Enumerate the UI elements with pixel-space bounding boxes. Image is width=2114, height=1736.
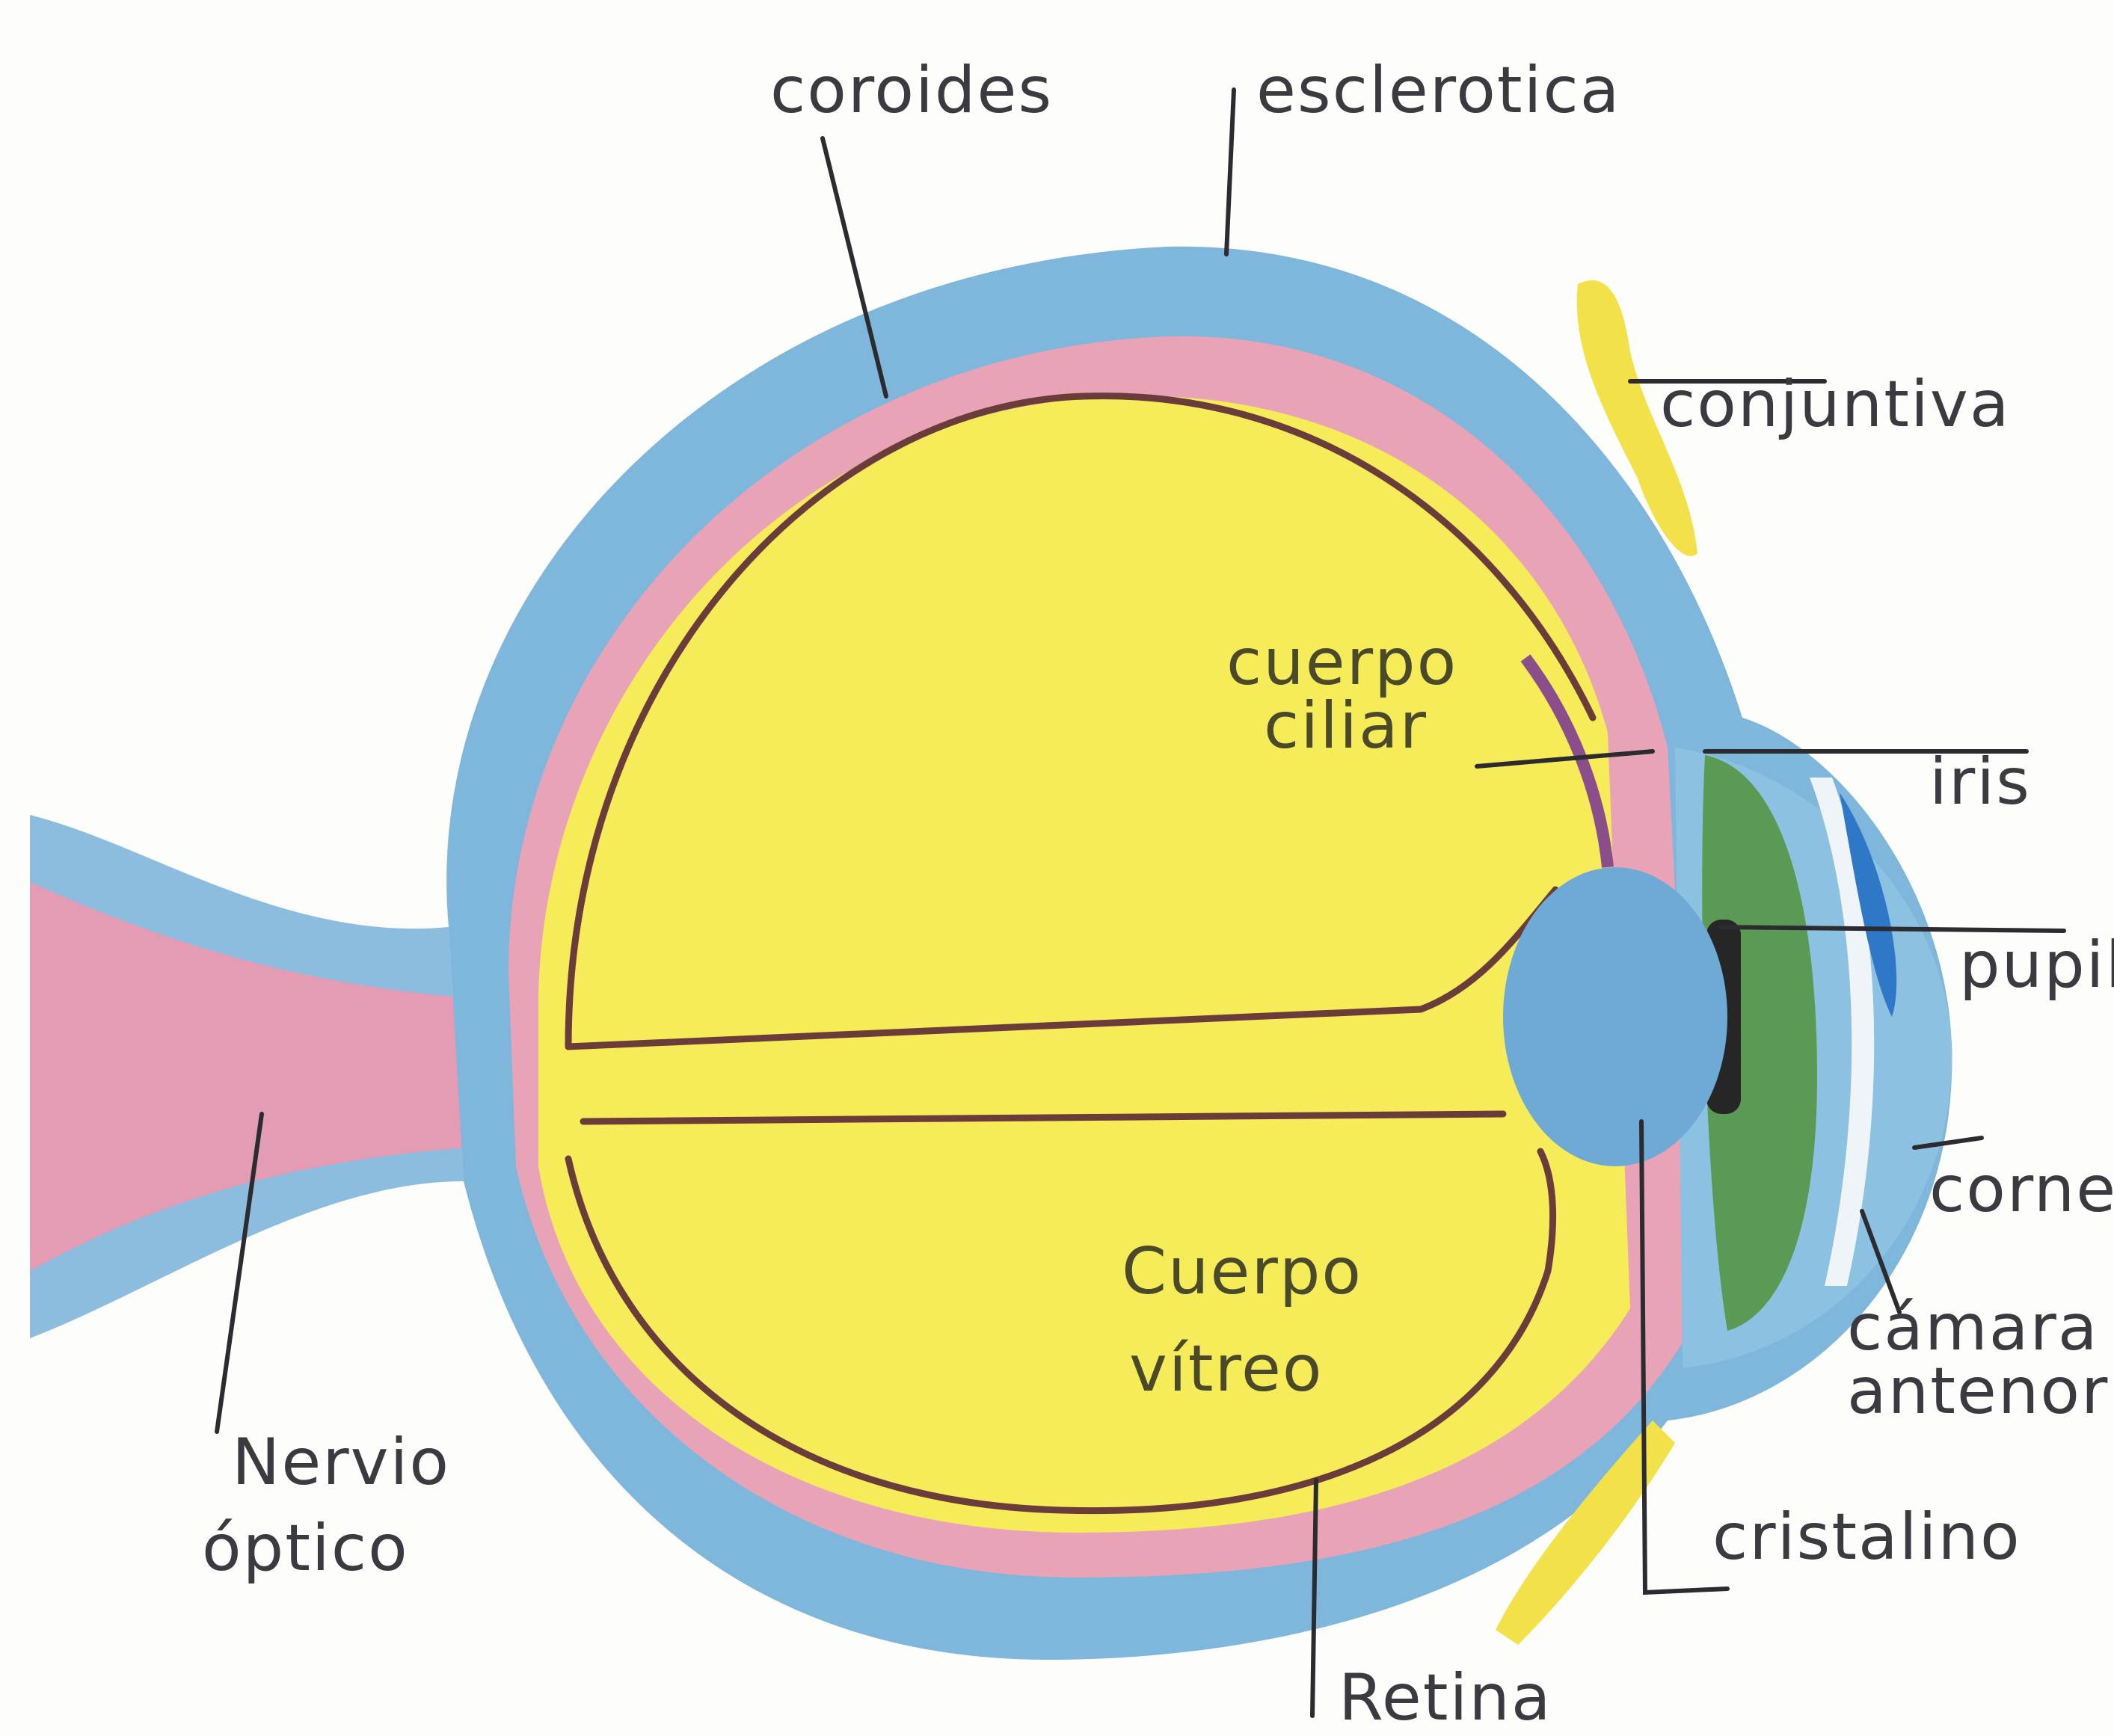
label-cuerpo-vitreo-1: Cuerpo: [1122, 1234, 1362, 1309]
label-nervio-2: óptico: [202, 1511, 409, 1586]
label-retina: Retina: [1339, 1660, 1552, 1735]
label-pupila: pupila: [1959, 928, 2114, 1003]
label-camara-2: antenor: [1847, 1354, 2109, 1429]
lens: [1503, 867, 1727, 1166]
label-nervio-1: Nervio: [232, 1425, 450, 1500]
label-conjuntiva: conjuntiva: [1660, 367, 2011, 442]
label-coroides: coroides: [770, 53, 1053, 128]
leader-esclerotica: [1226, 90, 1234, 254]
label-esclerotica: esclerotica: [1256, 53, 1620, 128]
label-cuerpo-vitreo-2: vítreo: [1129, 1332, 1324, 1406]
label-cuerpo-ciliar-2: ciliar: [1264, 689, 1428, 763]
label-iris: iris: [1929, 745, 2031, 819]
label-cristalino: cristalino: [1712, 1500, 2021, 1575]
label-cornea: cornea: [1929, 1152, 2114, 1227]
